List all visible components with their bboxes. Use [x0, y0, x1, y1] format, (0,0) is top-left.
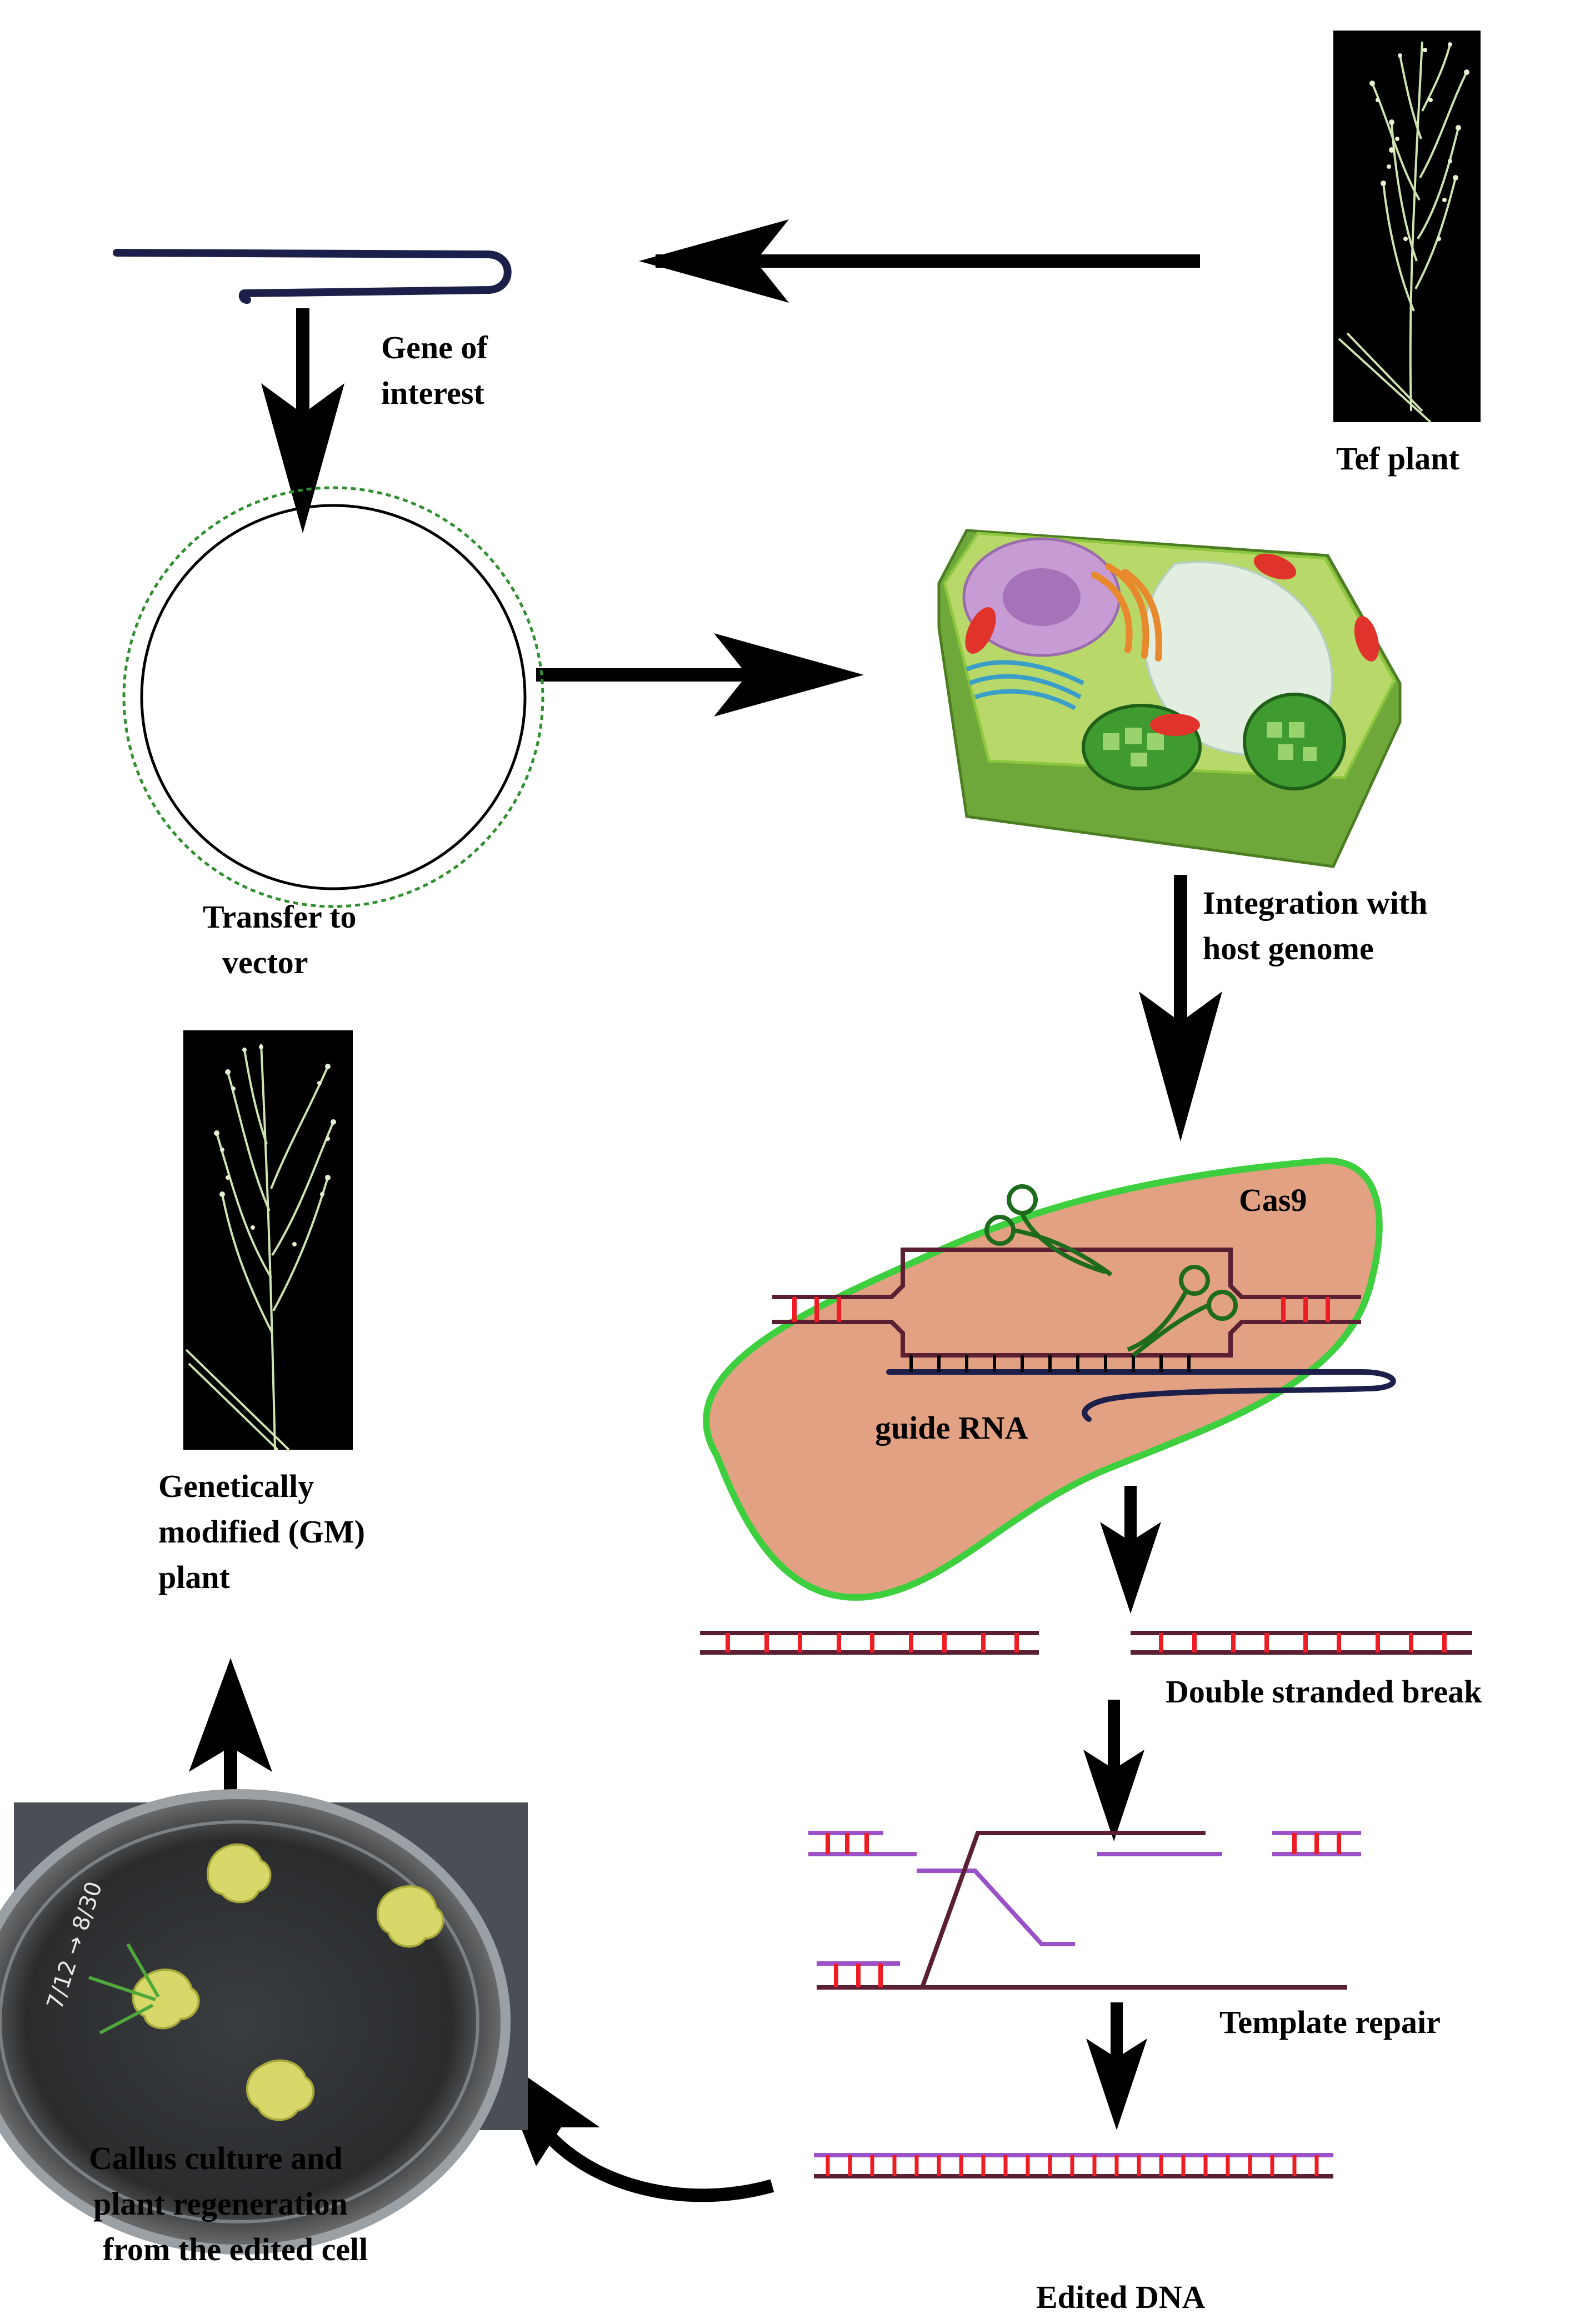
label-template-repair: Template repair: [1219, 2004, 1441, 2040]
label-gm-plant: Genetically modified (GM) plant: [158, 1468, 366, 1595]
arrow-vector-to-cell: [536, 633, 864, 717]
arrow-repair-to-edited: [1086, 2002, 1147, 2130]
arrow-callus-to-gm: [189, 1658, 272, 1797]
arrow-cell-to-cas9: [1139, 875, 1222, 1141]
vector-plasmid: [122, 486, 544, 908]
label-callus-culture: Callus culture and plant regeneration fr…: [89, 2140, 368, 2267]
label-transfer-to-vector: Transfer to vector: [203, 899, 357, 980]
arrow-gene-to-vector: [261, 308, 344, 533]
callus-culture-photo: 7/12 → 8/30: [0, 1789, 528, 2255]
label-double-stranded-break: Double stranded break: [1166, 1674, 1482, 1710]
label-integration: Integration with host genome: [1203, 885, 1428, 966]
scissors-icon: [1127, 1265, 1238, 1358]
cas9-complex: [703, 1157, 1396, 1601]
gene-of-interest-strand: [113, 249, 512, 304]
gm-plant-photo: [183, 1030, 353, 1451]
tef-plant-photo: [1333, 31, 1481, 423]
arrow-cas9-to-break: [1100, 1486, 1161, 1614]
guide-rna: [886, 1355, 1396, 1422]
scissors-icon: [984, 1184, 1113, 1277]
label-guide-rna: guide RNA: [875, 1410, 1028, 1446]
double-stranded-break-dna: [700, 1631, 1472, 1655]
arrow-edited-to-callus: [492, 2052, 774, 2202]
plant-cell: [937, 529, 1402, 868]
label-tef-plant: Tef plant: [1336, 440, 1459, 477]
template-repair-dna: [808, 1831, 1361, 1990]
label-edited-dna: Edited DNA: [1036, 2279, 1206, 2315]
arrow-break-to-repair: [1083, 1700, 1144, 1841]
arrow-tef-to-gene: [639, 219, 1200, 303]
label-gene-of-interest: Gene of interest: [381, 329, 488, 411]
label-cas9: Cas9: [1239, 1182, 1307, 1218]
edited-dna: [814, 2153, 1333, 2178]
chloroplast: [1243, 693, 1346, 790]
